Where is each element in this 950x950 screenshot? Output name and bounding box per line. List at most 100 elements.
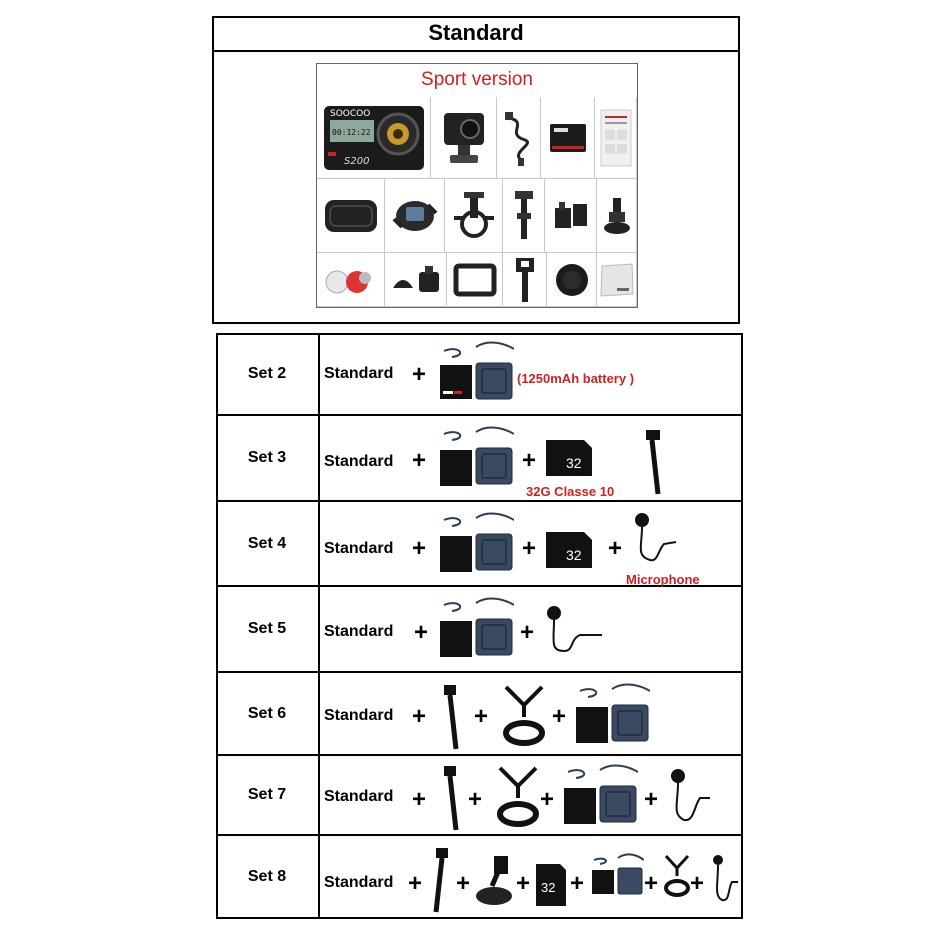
battery-pack-icon <box>576 688 608 743</box>
wrist-remote-icon <box>392 200 437 231</box>
battery-pack-icon <box>592 857 614 894</box>
battery-cell <box>541 97 595 179</box>
protective-frame-icon <box>453 263 496 296</box>
dual-charger-icon <box>599 764 638 823</box>
usb-cable-icon <box>504 111 529 166</box>
standard-text: Standard <box>324 874 394 891</box>
set-label: Set 5 <box>216 587 320 671</box>
dual-charger-icon <box>475 341 514 400</box>
lapel-microphone-icon <box>671 769 710 822</box>
carry-case-cell <box>317 179 385 253</box>
standard-text: Standard <box>324 707 394 724</box>
set-row-3: Set 3 Standard + + 32 32G Classe 10 <box>216 416 743 502</box>
plus-sign: + <box>414 619 429 646</box>
dual-charger-icon <box>475 512 514 571</box>
battery-pack-icon <box>440 602 472 657</box>
microsd-card-icon: 32 <box>536 864 566 906</box>
lapel-microphone-icon <box>635 513 677 562</box>
quick-buckle-icon <box>554 201 587 228</box>
sport-version-panel <box>316 63 638 308</box>
set-row-5: Set 5 Standard + + <box>216 587 743 673</box>
plus-sign: + <box>474 703 489 730</box>
extension-arm-cell <box>503 179 545 253</box>
standard-text: Standard <box>324 623 394 640</box>
handlebar-mount-icon <box>453 191 494 238</box>
waterproof-case-cell <box>431 97 497 179</box>
buckle-cell <box>545 179 597 253</box>
plus-sign: + <box>522 535 537 562</box>
selfie-stick-icon <box>444 766 459 831</box>
microphone-note: Microphone <box>626 572 700 587</box>
lens-cap-icon <box>555 263 588 296</box>
set-row-6: Set 6 Standard + + + <box>216 673 743 756</box>
plus-sign: + <box>412 535 427 562</box>
manual-sheet-icon <box>600 109 631 166</box>
selfie-stick-icon <box>444 685 459 750</box>
plus-sign: + <box>644 786 659 813</box>
base-mount-cell <box>385 253 447 307</box>
frame-cell <box>447 253 503 307</box>
plus-sign: + <box>690 870 705 897</box>
plus-sign: + <box>456 870 471 897</box>
tripod-adapter-icon <box>603 197 630 234</box>
usb-cable-cell <box>497 97 541 179</box>
sport-version-title: Sport version <box>421 69 533 90</box>
camera-cell: SOOCOO 00:12:22 S200 <box>317 97 431 179</box>
sd-note: 32G Classe 10 <box>526 484 615 499</box>
extension-arm-icon <box>514 190 533 239</box>
battery-pack-icon <box>440 348 472 399</box>
microsd-card-icon: 32 <box>546 532 592 568</box>
adhesive-pads-icon <box>325 270 371 293</box>
lapel-microphone-icon <box>547 606 602 653</box>
lens-cap-cell <box>547 253 597 307</box>
plus-sign: + <box>644 870 659 897</box>
carry-case-icon <box>324 199 377 232</box>
standard-text: Standard <box>324 540 394 557</box>
selfie-stick-icon <box>433 848 448 913</box>
standard-package-box <box>212 16 740 324</box>
base-mount-icon <box>392 265 439 292</box>
accessory-grid: SOOCOO 00:12:22 S200 <box>317 97 637 307</box>
set-row-4: Set 4 Standard + + 32 + Microphone <box>216 502 743 587</box>
plus-sign: + <box>552 703 567 730</box>
sd-capacity-text: 32 <box>566 547 582 563</box>
plus-sign: + <box>408 870 423 897</box>
set-label: Set 7 <box>216 756 320 834</box>
battery-pack-icon <box>440 431 472 486</box>
plus-sign: + <box>468 786 483 813</box>
battery-pack-icon <box>440 517 472 572</box>
set-label: Set 2 <box>216 333 320 414</box>
suction-cup-icon <box>476 856 512 905</box>
cloth-cell <box>597 253 637 307</box>
action-camera-icon: SOOCOO 00:12:22 S200 <box>323 105 424 170</box>
wrench-icon <box>515 257 534 302</box>
camera-model-text: S200 <box>344 156 369 167</box>
set-row-7: Set 7 Standard + + + + <box>216 756 743 836</box>
dual-charger-icon <box>617 853 644 895</box>
adhesive-cell <box>317 253 385 307</box>
camera-screen-text: 00:12:22 <box>332 128 371 137</box>
plus-sign: + <box>540 786 555 813</box>
standard-text: Standard <box>324 365 394 382</box>
selfie-stick-icon <box>646 430 661 495</box>
plus-sign: + <box>412 703 427 730</box>
wrench-cell <box>503 253 547 307</box>
plus-sign: + <box>412 786 427 813</box>
battery-pack-icon <box>549 123 586 152</box>
dual-charger-icon <box>475 597 514 656</box>
tripod-adapter-cell <box>597 179 637 253</box>
battery-note: (1250mAh battery ) <box>517 371 635 386</box>
plus-sign: + <box>412 361 427 388</box>
handlebar-mount-cell <box>445 179 503 253</box>
chest-strap-icon <box>503 685 545 746</box>
set-row-8: Set 8 Standard + + + 32 + + + <box>216 836 743 919</box>
set-label: Set 8 <box>216 836 320 917</box>
dual-charger-icon <box>611 683 650 742</box>
sd-capacity-text: 32 <box>566 455 582 471</box>
plus-sign: + <box>522 447 537 474</box>
camera-brand-text: SOOCOO <box>330 109 370 119</box>
standard-text: Standard <box>324 788 394 805</box>
set-label: Set 3 <box>216 416 320 500</box>
chest-strap-icon <box>664 854 690 897</box>
plus-sign: + <box>520 619 535 646</box>
